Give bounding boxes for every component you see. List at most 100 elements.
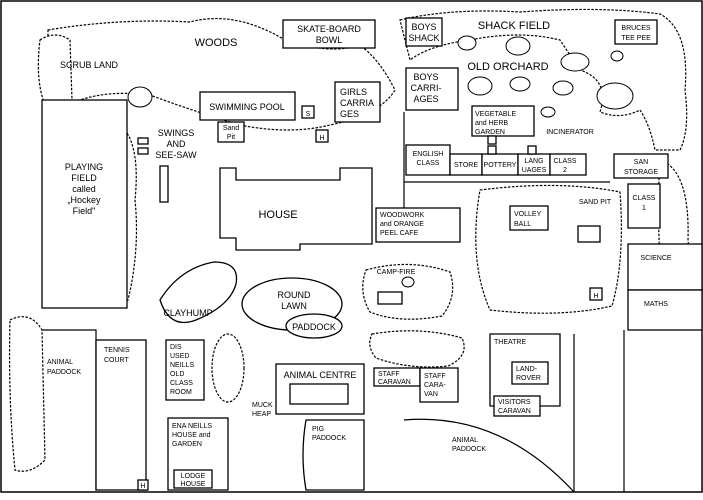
animal-paddock-right-label-2: PADDOCK bbox=[452, 446, 486, 453]
pig-paddock-label-1: PIG bbox=[312, 426, 324, 433]
skate-board-label-2: BOWL bbox=[316, 35, 343, 45]
english-class-label-1: ENGLISH bbox=[413, 151, 444, 158]
bruces-tee-pee[interactable] bbox=[614, 19, 658, 45]
h-marker-box-1 bbox=[315, 129, 329, 143]
house[interactable] bbox=[219, 167, 373, 251]
round-lawn-label-2: LAWN bbox=[281, 301, 307, 311]
ena-neills-label-1: ENA NEILLS bbox=[172, 423, 212, 430]
woods-label: WOODS bbox=[195, 37, 238, 49]
pig-paddock-label-2: PADDOCK bbox=[312, 435, 346, 442]
store-label: STORE bbox=[454, 162, 478, 169]
girls-carriages[interactable] bbox=[334, 81, 381, 123]
land-rover[interactable] bbox=[511, 361, 549, 385]
ena-neills-label-3: GARDEN bbox=[172, 441, 202, 448]
land-rover-label-1: LAND- bbox=[516, 366, 538, 373]
playing-field-label-3: called bbox=[72, 184, 96, 194]
playing-field-label-5: Field" bbox=[73, 206, 96, 216]
boys-shack-label-1: BOYS bbox=[411, 22, 436, 32]
see-saw-1 bbox=[137, 137, 149, 145]
girls-carriages-label-2: CARRIA bbox=[340, 98, 374, 108]
class-1[interactable] bbox=[627, 183, 661, 229]
paddock-label: PADDOCK bbox=[292, 322, 336, 332]
disused-label-5: CLASS bbox=[170, 380, 193, 387]
maths-label: MATHS bbox=[644, 301, 668, 308]
skate-board-bowl[interactable] bbox=[282, 19, 376, 49]
s-box-c bbox=[527, 145, 537, 155]
swings-label-2: AND bbox=[166, 139, 186, 149]
west-tree-belt bbox=[8, 316, 46, 472]
h-marker-label-2: H bbox=[593, 293, 598, 300]
disused-label-4: OLD bbox=[170, 371, 184, 378]
sand-pit-large-label: SAND PIT bbox=[579, 199, 612, 206]
camp-fire-label: CAMP-FIRE bbox=[377, 269, 416, 276]
muck-heap-label-1: MUCK bbox=[252, 402, 273, 409]
girls-carriages-label-3: GES bbox=[340, 109, 359, 119]
woodwork-orange-peel-cafe[interactable] bbox=[375, 207, 461, 243]
shack-field-label: SHACK FIELD bbox=[478, 20, 550, 32]
disused-class-room[interactable] bbox=[165, 339, 205, 401]
h-marker-label-1: H bbox=[319, 135, 324, 142]
land-rover-label-2: ROVER bbox=[516, 375, 541, 382]
playing-field-label-2: FIELD bbox=[71, 173, 97, 183]
class-2[interactable] bbox=[549, 153, 587, 176]
incinerator-label: INCINERATOR bbox=[546, 129, 594, 136]
sand-pit-large[interactable] bbox=[577, 225, 601, 243]
muck-heap-label-2: HEAP bbox=[252, 411, 271, 418]
s-box-b bbox=[487, 145, 497, 155]
animal-paddock-right[interactable] bbox=[403, 418, 575, 493]
boys-shack[interactable] bbox=[405, 17, 443, 47]
bruces-label-2: TEE PEE bbox=[621, 35, 651, 42]
swings-label-1: SWINGS bbox=[158, 128, 195, 138]
woodwork-label-2: and ORANGE bbox=[380, 221, 424, 228]
boys-carriages-label-1: BOYS bbox=[413, 72, 438, 82]
woodwork-label-1: WOODWORK bbox=[380, 212, 425, 219]
san-storage-label-2: STORAGE bbox=[624, 169, 658, 176]
swimming-pool-label: SWIMMING POOL bbox=[209, 102, 285, 112]
playing-field[interactable] bbox=[41, 99, 128, 309]
animal-paddock-left-label-1: ANIMAL bbox=[47, 359, 73, 366]
pig-paddock[interactable] bbox=[302, 419, 365, 491]
visitors-caravan-label-1: VISITORS bbox=[498, 399, 531, 406]
disused-label-3: NEILLS bbox=[170, 362, 194, 369]
disused-label-1: DIS bbox=[170, 344, 182, 351]
lodge-house-label-2: HOUSE bbox=[181, 481, 206, 488]
visitors-caravan-label-2: CARAVAN bbox=[498, 408, 531, 415]
science[interactable] bbox=[627, 243, 703, 291]
ena-neills-label-2: HOUSE and bbox=[172, 432, 211, 439]
s-box-a bbox=[487, 135, 497, 145]
theatre-label: THEATRE bbox=[494, 339, 526, 346]
staff-caravan-2[interactable] bbox=[419, 367, 459, 403]
paddock-small[interactable] bbox=[285, 313, 343, 339]
old-orchard-label: OLD ORCHARD bbox=[467, 61, 548, 73]
lodge-house[interactable] bbox=[173, 469, 213, 489]
tennis-court[interactable] bbox=[95, 339, 147, 491]
camp-fire-area[interactable] bbox=[362, 263, 454, 320]
playing-field-label-4: „Hockey bbox=[67, 195, 101, 205]
boys-carriages-label-3: AGES bbox=[413, 94, 438, 104]
house-label: HOUSE bbox=[258, 209, 297, 221]
english-class-label-2: CLASS bbox=[417, 160, 440, 167]
animal-paddock-left-label-2: PADDOCK bbox=[47, 369, 81, 376]
volley-label-1: VOLLEY bbox=[514, 211, 542, 218]
swing-frame bbox=[159, 165, 169, 203]
volley-ball-court[interactable] bbox=[509, 205, 549, 231]
clayhump-label: CLAYHUMP bbox=[163, 308, 212, 318]
sand-pit-small-label-1: Sand bbox=[223, 125, 239, 132]
lodge-house-label-1: LODGE bbox=[181, 473, 206, 480]
class2-label-1: CLASS bbox=[554, 158, 577, 165]
swings-label-3: SEE-SAW bbox=[155, 150, 197, 160]
visitors-caravan[interactable] bbox=[493, 395, 541, 417]
sand-pit-small[interactable] bbox=[217, 121, 245, 143]
clayhump[interactable] bbox=[159, 261, 238, 324]
girls-carriages-label-1: GIRLS bbox=[340, 87, 367, 97]
swimming-pool[interactable] bbox=[199, 91, 296, 121]
boys-carriages[interactable] bbox=[405, 67, 459, 111]
round-lawn-label-1: ROUND bbox=[278, 290, 311, 300]
scrub-land-outline bbox=[37, 34, 73, 106]
vegetable-herb-garden[interactable] bbox=[471, 105, 535, 137]
h-marker-box-3 bbox=[137, 479, 149, 491]
san-storage[interactable] bbox=[613, 153, 669, 179]
class1-label-2: 1 bbox=[642, 205, 646, 212]
maths[interactable] bbox=[627, 289, 703, 331]
staff-caravan2-label-2: CARA- bbox=[424, 382, 446, 389]
